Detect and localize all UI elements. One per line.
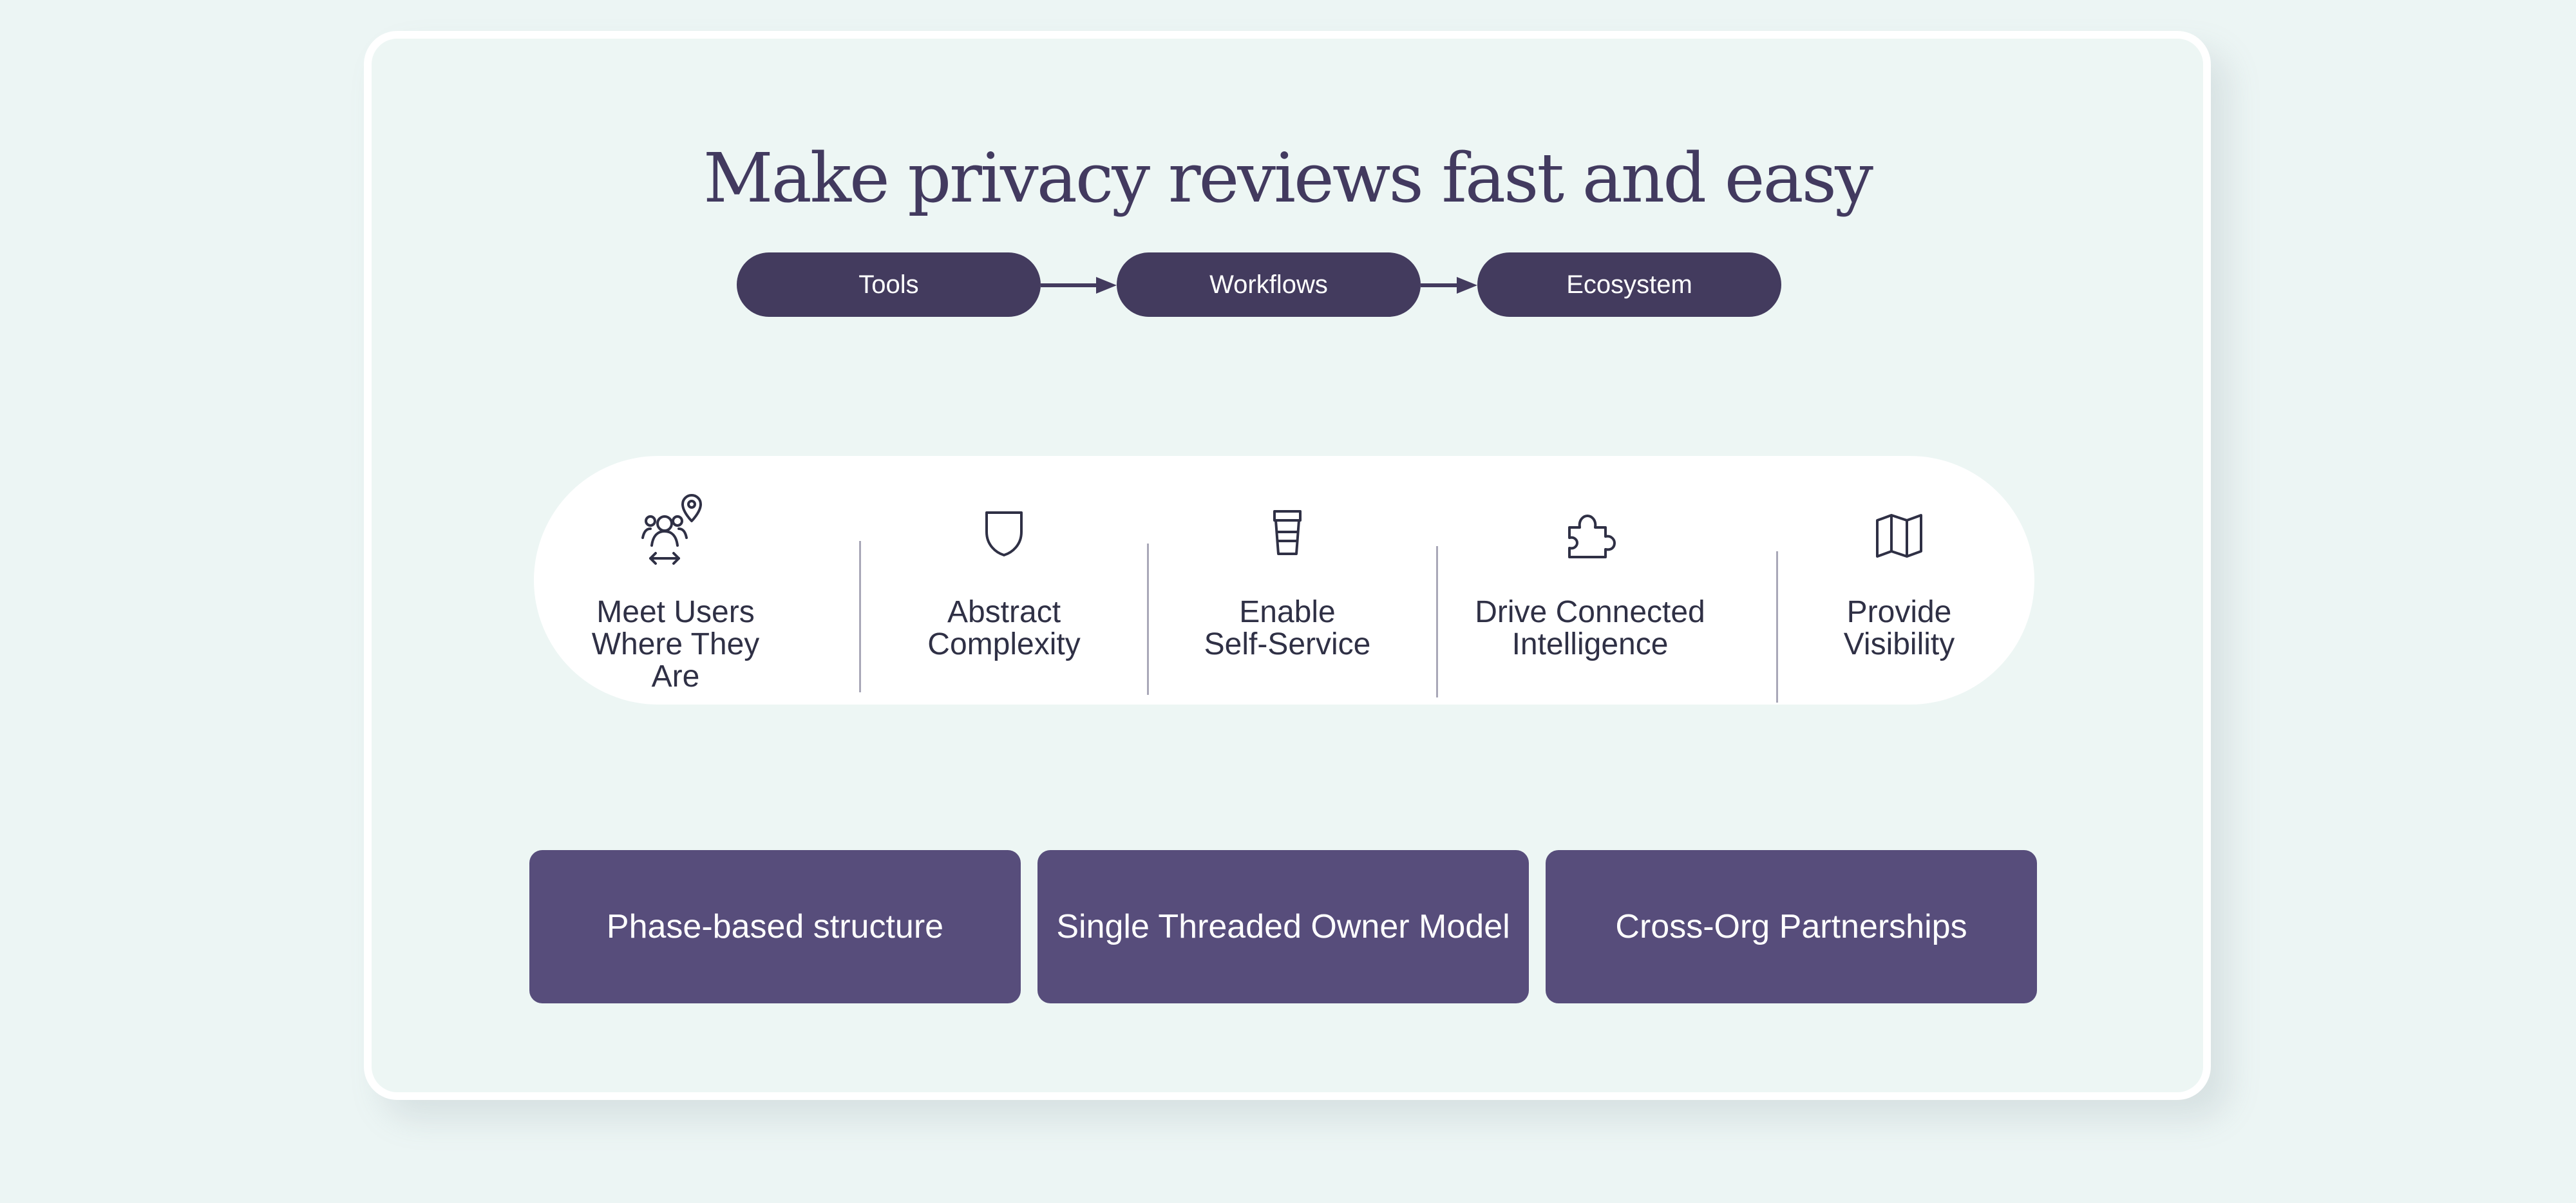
puzzle-icon xyxy=(1568,515,1616,558)
principle-label: Drive Connected Intelligence xyxy=(1475,595,1705,661)
principle-label: Abstract Complexity xyxy=(927,595,1081,661)
principle-abstract-complexity: Abstract Complexity xyxy=(885,456,1123,705)
principle-label: Enable Self-Service xyxy=(1204,595,1371,661)
flow-row: Tools Workflows Ecosystem xyxy=(372,252,2203,317)
flow-step-tools: Tools xyxy=(737,252,1041,317)
map-icon xyxy=(1876,514,1922,558)
arrow-right-icon xyxy=(1421,277,1477,294)
pillar-single-threaded-owner-model: Single Threaded Owner Model xyxy=(1037,850,1529,1003)
page-title: Make privacy reviews fast and easy xyxy=(703,138,1873,218)
flow-step-ecosystem: Ecosystem xyxy=(1477,252,1781,317)
divider xyxy=(859,541,861,692)
principles-bar: Meet Users Where They Are Abstract Compl… xyxy=(534,456,2034,705)
pillar-cross-org-partnerships: Cross-Org Partnerships xyxy=(1546,850,2037,1003)
principle-provide-visibility: Provide Visibility xyxy=(1803,456,1996,705)
arrow-right-icon xyxy=(1041,277,1117,294)
pillar-phase-based-structure: Phase-based structure xyxy=(529,850,1021,1003)
flow-step-workflows: Workflows xyxy=(1117,252,1421,317)
principle-meet-users: Meet Users Where They Are xyxy=(566,456,785,705)
divider xyxy=(1147,544,1149,695)
divider xyxy=(1436,546,1438,697)
principle-label: Meet Users Where They Are xyxy=(591,595,760,694)
diagram-card: Make privacy reviews fast and easy Tools… xyxy=(364,31,2211,1100)
shield-icon xyxy=(985,511,1023,556)
cup-icon xyxy=(1273,510,1302,555)
principle-label: Provide Visibility xyxy=(1843,595,1955,661)
principle-enable-self-service: Enable Self-Service xyxy=(1175,456,1400,705)
principle-drive-connected-intelligence: Drive Connected Intelligence xyxy=(1455,456,1725,705)
users-location-icon xyxy=(641,494,702,565)
divider xyxy=(1776,551,1778,703)
